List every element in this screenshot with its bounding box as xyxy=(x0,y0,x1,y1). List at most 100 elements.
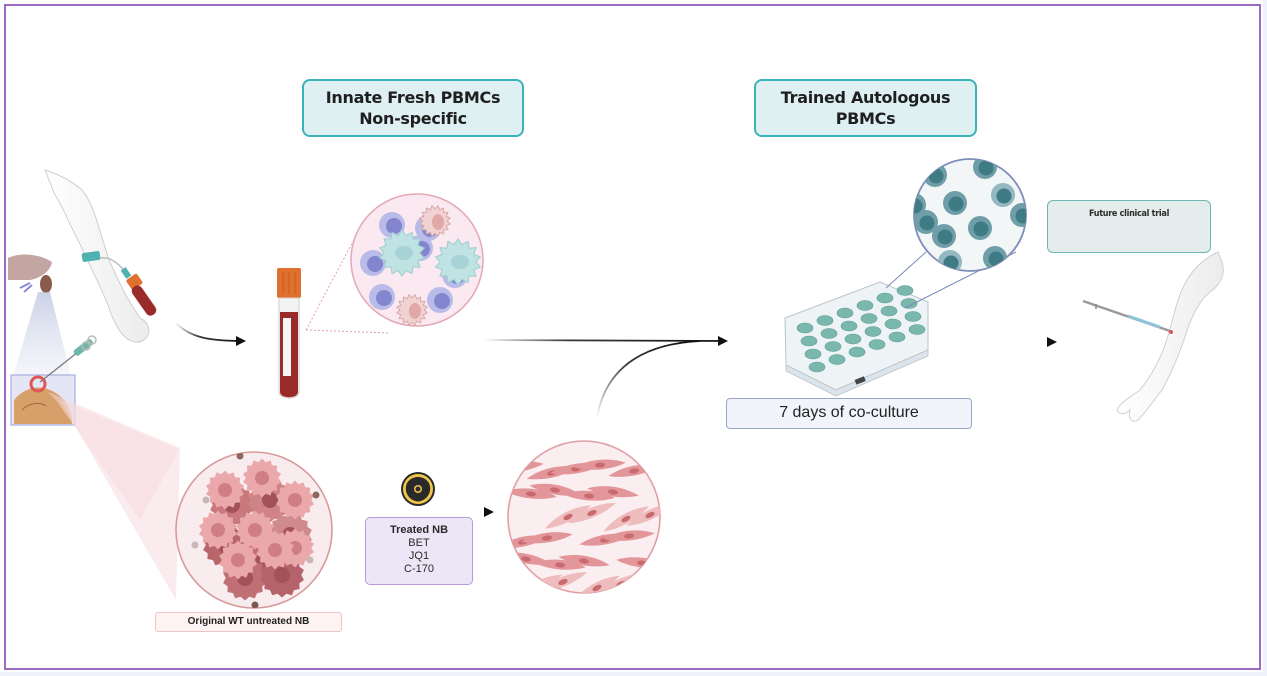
trained-cell-nucleus xyxy=(1015,208,1026,224)
tumor-nucleus xyxy=(231,553,245,567)
spindle-cell xyxy=(568,502,616,524)
culture-well xyxy=(856,300,874,311)
spindle-cell xyxy=(521,532,573,544)
debris-particle xyxy=(236,452,244,460)
spindle-cell xyxy=(603,506,649,532)
blood-collection-tube xyxy=(277,268,301,399)
culture-well xyxy=(840,320,858,332)
innate-pbmc-title-box: Innate Fresh PBMCs Non-specific xyxy=(302,79,524,137)
spindle-cell xyxy=(574,575,620,593)
spindle-cell xyxy=(587,486,639,498)
spindle-cell xyxy=(603,530,655,541)
granulocyte-nucleus xyxy=(409,303,421,319)
debris-particle xyxy=(191,541,199,549)
culture-well xyxy=(836,307,854,319)
page-edge xyxy=(0,672,1267,676)
24-well-culture-plate xyxy=(784,281,929,397)
trained-cell-nucleus xyxy=(919,215,935,231)
spindle-cell xyxy=(508,488,557,499)
original-nb-label-box: Original WT untreated NB xyxy=(155,612,342,632)
trained-cell-nucleus xyxy=(948,196,964,212)
lymphocyte-nucleus xyxy=(386,218,402,234)
tumor-nucleus xyxy=(255,471,269,485)
trained-pbmc-title-box: Trained Autologous PBMCs xyxy=(754,79,977,137)
culture-well xyxy=(796,322,814,334)
spindle-cell xyxy=(626,504,660,526)
original-tumor-cluster xyxy=(175,451,333,609)
arrow-draw-to-tube xyxy=(174,321,246,346)
trained-cell-nucleus xyxy=(937,229,953,245)
lymphocyte-nucleus xyxy=(376,290,392,306)
treated-nb-title: Treated NB xyxy=(389,524,449,536)
monocyte-nucleus xyxy=(395,246,413,260)
culture-well xyxy=(884,318,902,330)
coculture-duration-box: 7 days of co-culture xyxy=(726,398,972,429)
recipient-arm-illustration xyxy=(1082,251,1224,422)
tumor-nucleus xyxy=(262,492,278,508)
trained-cell-nucleus xyxy=(996,188,1012,204)
radiation-hazard-icon xyxy=(401,472,435,506)
spindle-cell xyxy=(558,555,610,567)
treatment-item: BET xyxy=(408,537,430,549)
trained-cell-nucleus xyxy=(914,198,923,214)
lymphocyte-nucleus xyxy=(434,293,450,309)
trained-cell-nucleus xyxy=(978,160,994,176)
lymphocyte-nucleus xyxy=(367,256,383,272)
culture-well xyxy=(804,348,822,360)
tumor-nucleus xyxy=(211,523,225,537)
culture-well xyxy=(868,339,886,350)
treated-nb-box: Treated NB BET JQ1 C-170 xyxy=(365,517,473,585)
spindle-cell xyxy=(544,505,592,529)
granulocyte-nucleus xyxy=(432,214,444,230)
tumor-nucleus xyxy=(218,483,232,497)
treatment-item: C-170 xyxy=(404,563,434,575)
future-clinical-trial-label: Future clinical trial xyxy=(1088,209,1170,219)
page-edge xyxy=(1263,0,1267,676)
treated-tumor-cells-view xyxy=(507,440,661,594)
culture-well xyxy=(896,285,914,296)
culture-well xyxy=(904,311,922,322)
tumor-nucleus xyxy=(268,543,282,557)
culture-well xyxy=(908,324,926,335)
trained-cell-nucleus xyxy=(973,221,989,237)
culture-well xyxy=(876,292,894,304)
culture-well xyxy=(828,354,846,365)
culture-well xyxy=(848,346,866,358)
culture-well xyxy=(844,333,862,345)
trained-title-line1: Trained Autologous xyxy=(780,88,951,107)
zoom-beam xyxy=(60,400,180,600)
treatment-item: JQ1 xyxy=(408,550,430,562)
culture-well xyxy=(888,331,906,343)
debris-particle xyxy=(251,601,259,608)
debris-particle xyxy=(202,496,210,504)
culture-well xyxy=(816,315,834,326)
culture-well xyxy=(864,326,882,337)
tumor-nucleus xyxy=(248,523,262,537)
culture-well xyxy=(820,328,838,339)
spindle-cell xyxy=(529,483,581,496)
future-clinical-trial-box: Future clinical trial xyxy=(1047,200,1211,253)
innate-title-line2: Non-specific xyxy=(359,109,467,128)
spindle-cell xyxy=(574,459,626,470)
innate-title-line1: Innate Fresh PBMCs xyxy=(325,88,501,107)
culture-well xyxy=(808,361,826,373)
donor-arm-illustration xyxy=(44,169,157,343)
arrow-tumor-to-coculture xyxy=(596,340,701,419)
monocyte-nucleus xyxy=(451,255,469,269)
culture-well xyxy=(824,341,842,352)
tumor-nucleus xyxy=(288,493,302,507)
coculture-label: 7 days of co-culture xyxy=(779,404,919,421)
debris-particle xyxy=(306,556,314,564)
pbmc-magnified-view xyxy=(350,193,484,327)
trained-cell-nucleus xyxy=(988,251,1004,267)
arrow-pbmc-to-coculture xyxy=(482,335,728,346)
culture-well xyxy=(900,298,918,309)
trained-title-line2: PBMCs xyxy=(835,109,896,128)
tumor-nucleus xyxy=(274,567,290,583)
culture-well xyxy=(880,305,898,317)
debris-particle xyxy=(312,491,320,499)
original-nb-label: Original WT untreated NB xyxy=(187,616,310,627)
culture-well xyxy=(860,313,878,324)
culture-well xyxy=(800,335,818,347)
